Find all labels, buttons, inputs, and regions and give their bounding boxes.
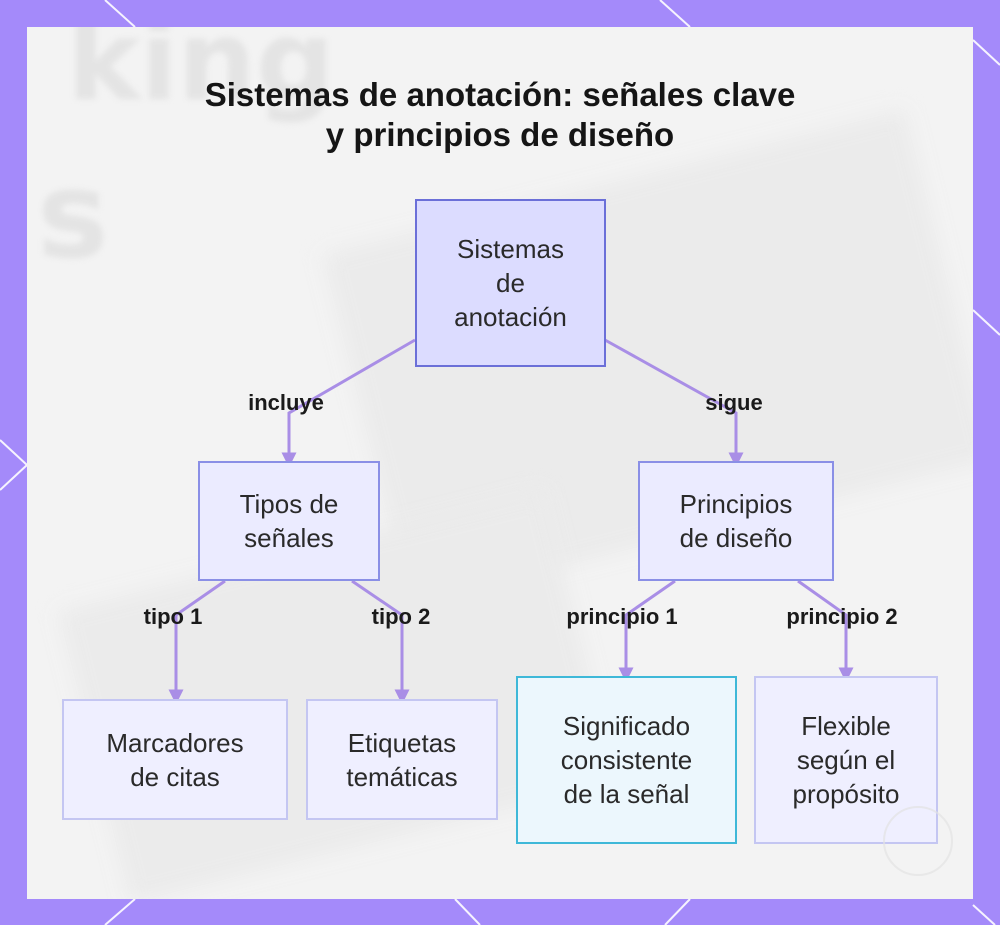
watermark-logo-icon xyxy=(883,806,953,876)
edge-label-includes: incluye xyxy=(248,390,324,415)
edge-follows xyxy=(604,338,744,468)
node-citation-markers: Marcadores de citas xyxy=(62,699,288,820)
edge-principle1 xyxy=(618,579,676,683)
background-ghost-text: s xyxy=(37,147,109,286)
edge-label-follows: sigue xyxy=(705,390,763,415)
edge-label-principle1: principio 1 xyxy=(566,604,678,629)
node-design-principles: Principios de diseño xyxy=(638,461,834,581)
edge-label-type2: tipo 2 xyxy=(371,604,431,629)
edge-type1 xyxy=(168,579,226,705)
edge-label-principle2: principio 2 xyxy=(786,604,898,629)
background-ghost-text: king xyxy=(67,27,335,125)
edge-type2 xyxy=(351,579,410,705)
edge-label-type1: tipo 1 xyxy=(143,604,203,629)
edge-includes xyxy=(281,338,416,468)
node-signal-types: Tipos de señales xyxy=(198,461,380,581)
edge-principle2 xyxy=(797,579,854,683)
node-thematic-tags: Etiquetas temáticas xyxy=(306,699,498,820)
node-annotation-systems: Sistemas de anotación xyxy=(415,199,606,367)
diagram-title: Sistemas de anotación: señales clave y p… xyxy=(204,76,796,153)
node-consistent-signal-meaning: Significado consistente de la señal xyxy=(516,676,737,844)
